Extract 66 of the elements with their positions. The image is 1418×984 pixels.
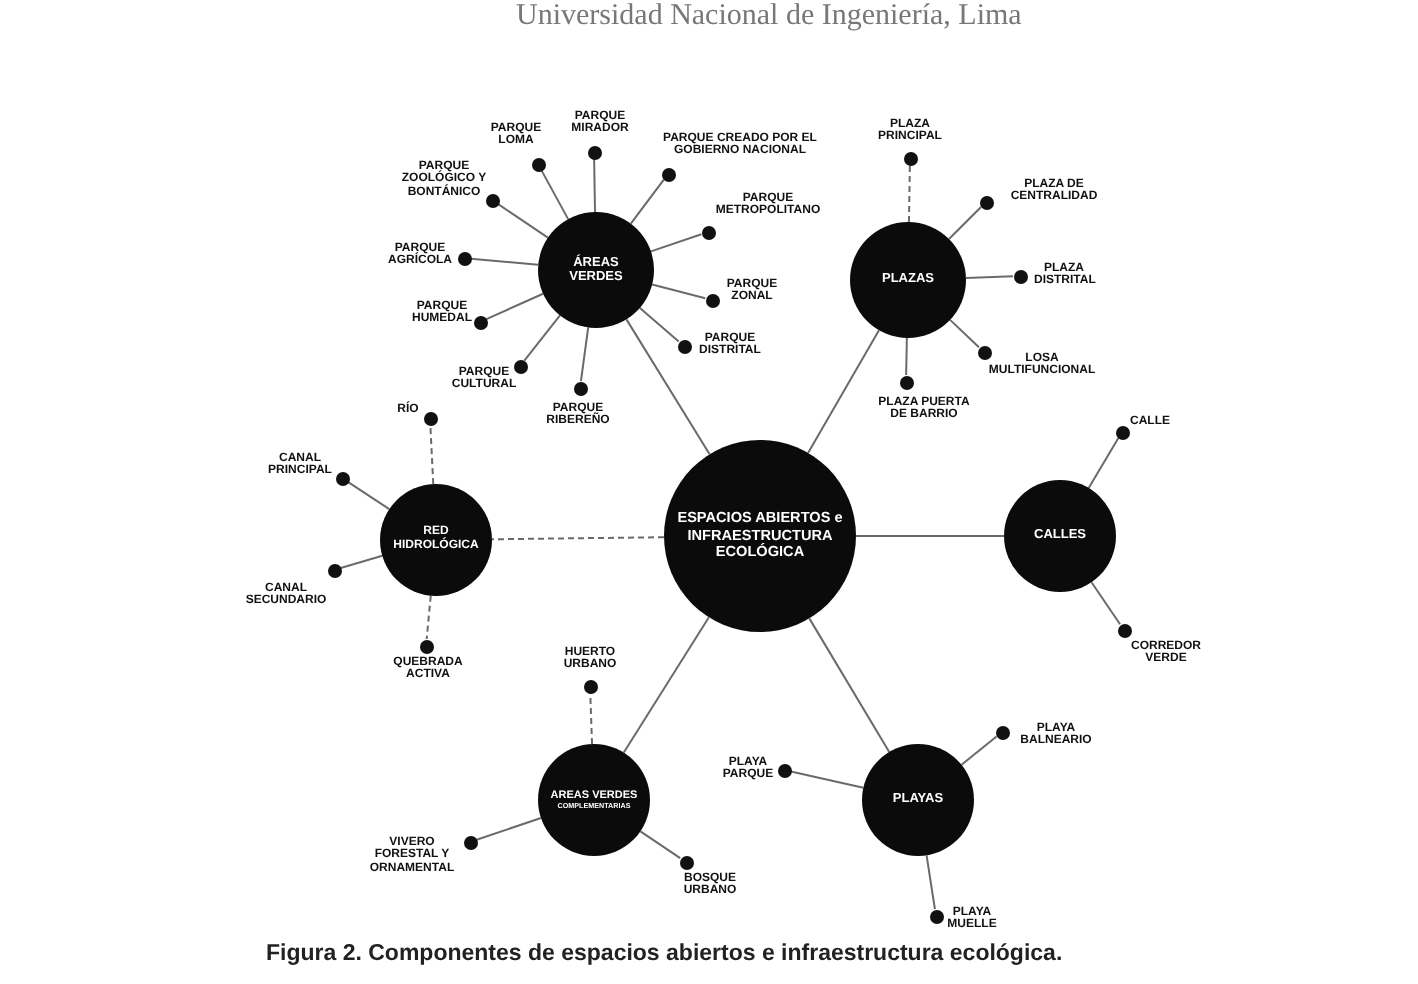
dot-marker — [1117, 623, 1131, 637]
dot-marker — [899, 375, 913, 389]
connector-line — [429, 424, 435, 486]
dot-marker — [457, 251, 471, 265]
connector-line — [485, 292, 545, 321]
dot-marker — [513, 359, 527, 373]
connector-line — [807, 329, 880, 454]
connector-line — [949, 318, 980, 349]
dot-marker — [929, 909, 943, 923]
dot-marker — [977, 345, 991, 359]
connector-line — [905, 337, 908, 376]
hub-circle — [850, 222, 966, 338]
dot-marker — [705, 293, 719, 307]
dot-marker — [583, 679, 597, 693]
connector-line — [855, 535, 1005, 537]
connector-line — [639, 830, 682, 860]
dot-marker — [1013, 269, 1027, 283]
connector-line — [579, 326, 590, 383]
connector-line — [523, 314, 561, 362]
dot-marker — [531, 157, 545, 171]
connector-line — [789, 770, 865, 789]
connector-line — [638, 306, 680, 343]
connector-line — [964, 275, 1014, 279]
hub-circle — [538, 212, 654, 328]
dot-marker — [327, 563, 341, 577]
connector-line — [491, 536, 665, 541]
dot-marker — [473, 315, 487, 329]
dot-marker — [335, 471, 349, 485]
dot-marker — [1115, 425, 1129, 439]
connector-line — [346, 480, 391, 511]
connector-line — [425, 594, 432, 641]
connector-line — [589, 692, 594, 746]
connector-line — [649, 233, 703, 253]
connector-line — [475, 816, 542, 841]
dot-marker — [701, 225, 715, 239]
connector-line — [960, 735, 998, 766]
dot-marker — [777, 763, 791, 777]
connector-line — [651, 283, 707, 300]
dot-marker — [661, 167, 675, 181]
dot-marker — [423, 411, 437, 425]
dot-marker — [995, 725, 1009, 739]
connector-line — [540, 169, 570, 221]
connector-line — [925, 854, 936, 911]
connector-line — [1087, 437, 1120, 489]
connector-line — [469, 257, 540, 266]
dot-marker — [419, 639, 433, 653]
connector-line — [339, 554, 384, 569]
connector-line — [625, 318, 711, 456]
dot-marker — [679, 855, 693, 869]
connector-line — [593, 158, 596, 213]
dot-marker — [463, 835, 477, 849]
connector-line — [629, 178, 665, 225]
connector-line — [948, 205, 983, 240]
connector-line — [496, 202, 549, 239]
dot-marker — [587, 145, 601, 159]
dot-marker — [903, 151, 917, 165]
connector-line — [808, 617, 891, 753]
dot-marker — [485, 193, 499, 207]
connector-line — [1090, 581, 1122, 626]
dot-marker — [979, 195, 993, 209]
connector-line — [622, 616, 710, 754]
header-text: Universidad Nacional de Ingeniería, Lima — [516, 0, 1022, 34]
connector-line — [907, 164, 911, 223]
dot-marker — [677, 339, 691, 353]
dot-marker — [573, 381, 587, 395]
figure-caption: Figura 2. Componentes de espacios abiertos e infraestructura ecológica. — [266, 942, 1063, 966]
